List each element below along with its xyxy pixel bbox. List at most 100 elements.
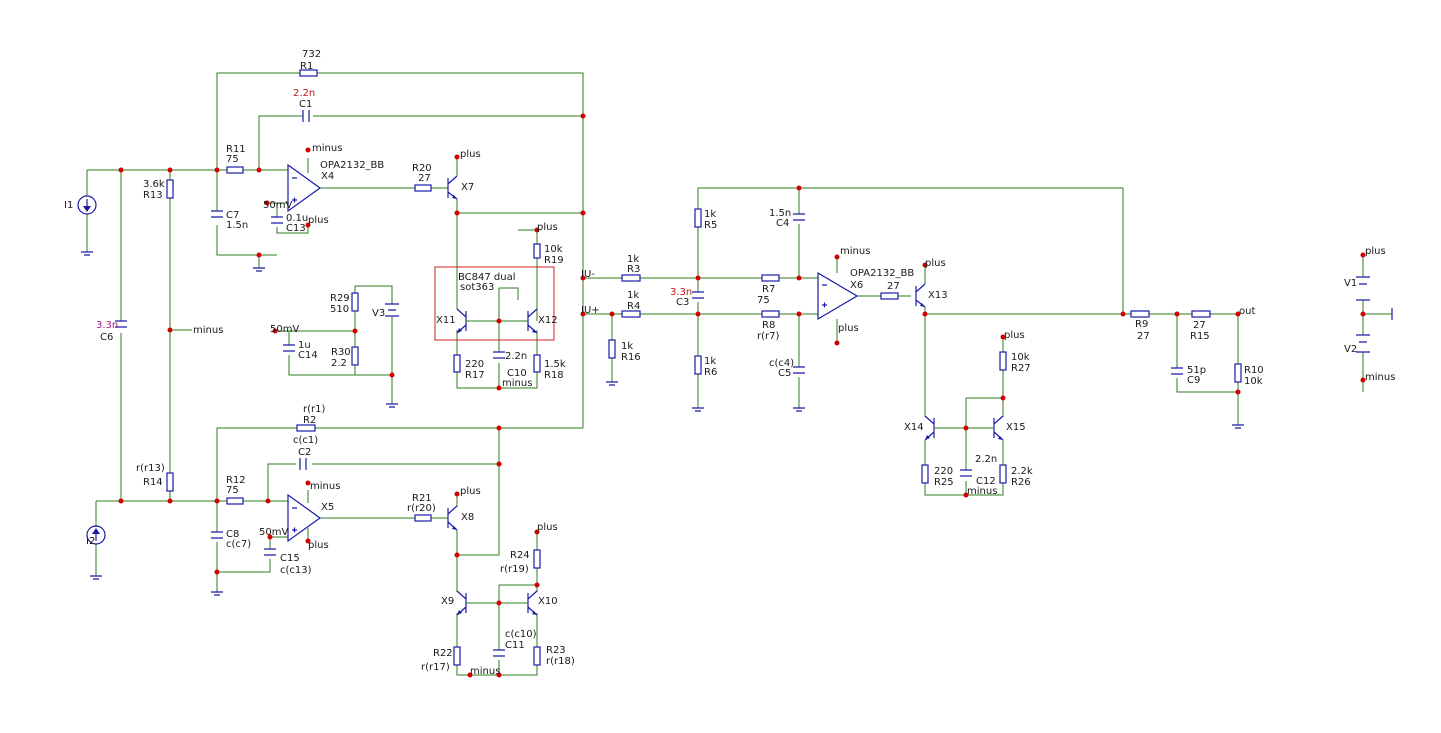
resistor-r11[interactable] <box>226 166 244 174</box>
resistor-r25[interactable] <box>921 464 929 484</box>
resistor-r18[interactable] <box>533 354 541 373</box>
label-x12: X12 <box>538 315 558 326</box>
capacitor-c5[interactable] <box>793 366 805 374</box>
label-c8-value: c(c7) <box>226 539 251 550</box>
transistor-x14[interactable] <box>924 415 942 441</box>
label-x6-minus: minus <box>840 246 870 257</box>
resistor-r4[interactable] <box>621 310 641 318</box>
resistor-r10[interactable] <box>1234 363 1242 383</box>
label-i2: I2 <box>86 536 95 547</box>
components <box>77 69 1393 666</box>
label-r17: R17 <box>465 370 485 381</box>
label-r13: R13 <box>143 190 163 201</box>
label-r14: R14 <box>143 477 163 488</box>
voltage-source-v1[interactable] <box>1356 276 1370 301</box>
label-r18: R18 <box>544 370 564 381</box>
capacitor-c14[interactable] <box>283 344 295 352</box>
capacitor-c2[interactable] <box>299 458 307 470</box>
resistor-r16[interactable] <box>608 339 616 359</box>
label-50mv-top: 50mV <box>263 200 292 211</box>
capacitor-c3[interactable] <box>692 291 704 299</box>
resistor-r22[interactable] <box>880 292 899 300</box>
label-minus-mid: minus <box>193 325 223 336</box>
transistor-x12[interactable] <box>520 308 538 334</box>
transistor-x15[interactable] <box>985 415 1004 441</box>
transistor-x8[interactable] <box>447 505 458 531</box>
resistor-r9[interactable] <box>1130 310 1150 318</box>
resistor-r30[interactable] <box>351 346 359 366</box>
label-x7-plus: plus <box>460 149 481 160</box>
label-r2-value: r(r1) <box>303 404 325 415</box>
label-r12-value: 75 <box>226 485 239 496</box>
opamp-x4[interactable] <box>287 158 322 213</box>
label-r13-value: 3.6k <box>143 179 165 190</box>
label-r17-value: 220 <box>465 359 484 370</box>
transistor-x9[interactable] <box>456 590 476 616</box>
resistor-r20[interactable] <box>414 184 432 192</box>
capacitor-c6[interactable] <box>115 320 127 328</box>
capacitor-c9[interactable] <box>1171 367 1183 375</box>
resistor-r29[interactable] <box>351 292 359 312</box>
label-c4-value: 1.5n <box>769 208 791 219</box>
resistor-r23[interactable] <box>533 646 541 666</box>
resistor-r5[interactable] <box>694 208 702 228</box>
label-r16: R16 <box>621 352 641 363</box>
transistor-x7[interactable] <box>447 175 458 200</box>
resistor-r2[interactable] <box>296 424 316 432</box>
capacitor-c12[interactable] <box>960 469 972 477</box>
label-x4: X4 <box>321 171 334 182</box>
capacitor-c7[interactable] <box>211 210 223 218</box>
capacitor-c1[interactable] <box>302 110 310 122</box>
capacitor-c8[interactable] <box>211 531 223 539</box>
resistor-r27[interactable] <box>999 351 1007 371</box>
voltage-source-v3[interactable] <box>385 303 399 317</box>
resistor-r3[interactable] <box>621 274 641 282</box>
label-r1: R1 <box>300 61 313 72</box>
label-r14-value: r(r13) <box>136 463 165 474</box>
bc847-dual-highlight-box <box>434 266 555 341</box>
resistor-r8[interactable] <box>761 310 780 318</box>
label-c2-value: c(c1) <box>293 435 318 446</box>
resistor-r19[interactable] <box>533 243 541 259</box>
resistor-r13[interactable] <box>166 179 174 199</box>
label-c4: C4 <box>776 218 789 229</box>
transistor-x11[interactable] <box>456 308 476 334</box>
resistor-r15[interactable] <box>1191 310 1211 318</box>
capacitor-c4[interactable] <box>793 213 805 221</box>
opamp-x5[interactable] <box>287 490 322 543</box>
resistor-r14[interactable] <box>166 472 174 492</box>
resistor-r26[interactable] <box>999 464 1007 484</box>
label-r26-value: 2.2k <box>1011 466 1033 477</box>
current-source-i1[interactable] <box>77 195 97 215</box>
transistor-x13[interactable] <box>915 283 926 308</box>
resistor-r22-bottom[interactable] <box>453 646 461 666</box>
label-iu-plus: IU+ <box>581 305 600 316</box>
capacitor-c10[interactable] <box>493 351 505 359</box>
label-c6-value: 3.3n <box>96 320 118 331</box>
capacitor-c11[interactable] <box>493 649 505 657</box>
label-r27: R27 <box>1011 363 1031 374</box>
resistor-r7[interactable] <box>761 274 780 282</box>
resistor-r12[interactable] <box>226 497 244 505</box>
transistor-x10[interactable] <box>520 590 538 616</box>
resistor-r21[interactable] <box>414 514 432 522</box>
label-c12-value: 2.2n <box>975 454 997 465</box>
label-x6-model: OPA2132_BB <box>850 268 914 279</box>
label-r1-value: 732 <box>302 49 321 60</box>
opamp-x6[interactable] <box>817 271 859 321</box>
label-x4-plus: plus <box>308 215 329 226</box>
capacitor-c13[interactable] <box>271 216 283 224</box>
capacitor-c15[interactable] <box>264 548 276 556</box>
resistor-r6[interactable] <box>694 355 702 375</box>
current-source-i2[interactable] <box>86 525 106 545</box>
resistor-r24[interactable] <box>533 549 541 569</box>
label-r25-value: 220 <box>934 466 953 477</box>
label-c9-value: 51p <box>1187 365 1206 376</box>
resistor-r1[interactable] <box>299 69 318 77</box>
label-c10: C10 <box>507 368 527 379</box>
label-bc847-dual: BC847 dual <box>458 272 516 283</box>
label-iu-minus: IU- <box>581 269 595 280</box>
label-r9-value: 27 <box>1137 331 1150 342</box>
resistor-r17[interactable] <box>453 354 461 373</box>
voltage-source-v2[interactable] <box>1356 334 1370 353</box>
